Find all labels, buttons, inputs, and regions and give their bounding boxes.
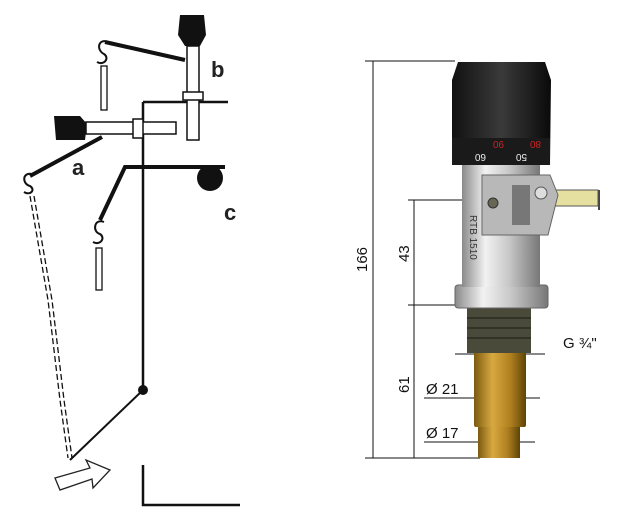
label-c: c: [224, 200, 236, 225]
valve-b: b: [96, 15, 224, 141]
floor-line: [141, 465, 240, 507]
hex-nut: [454, 284, 549, 309]
thread: [467, 308, 531, 353]
dim-thread: G ¾": [563, 335, 597, 352]
label-a: a: [72, 155, 85, 180]
dial-number: 60: [474, 151, 486, 162]
set-screw-icon: [487, 197, 499, 209]
dim-61: 61: [396, 376, 413, 393]
installation-schematic: b a c: [23, 15, 240, 507]
brass-shank: [474, 345, 526, 427]
dial-number: 80: [529, 138, 541, 149]
dim-dia-21: Ø 21: [426, 381, 459, 398]
dim-dia-17: Ø 17: [426, 425, 459, 442]
label-b: b: [211, 57, 224, 82]
dim-166: 166: [354, 247, 371, 272]
screw-icon: [534, 186, 548, 200]
valve-drawing: 166 43 61 G ¾" Ø 21 Ø 17 RTB 1510 60 50 …: [354, 60, 600, 459]
push-arrow-icon: [54, 458, 112, 491]
tip: [478, 425, 520, 458]
valve-c: c: [92, 165, 236, 291]
sensor-rod: [554, 189, 599, 207]
pole: [141, 100, 228, 390]
body-text: RTB 1510: [467, 215, 478, 260]
dial-number: 50: [515, 151, 527, 162]
valve-a: a: [23, 116, 177, 459]
dim-43: 43: [396, 245, 413, 262]
dial-number: 90: [492, 138, 504, 149]
